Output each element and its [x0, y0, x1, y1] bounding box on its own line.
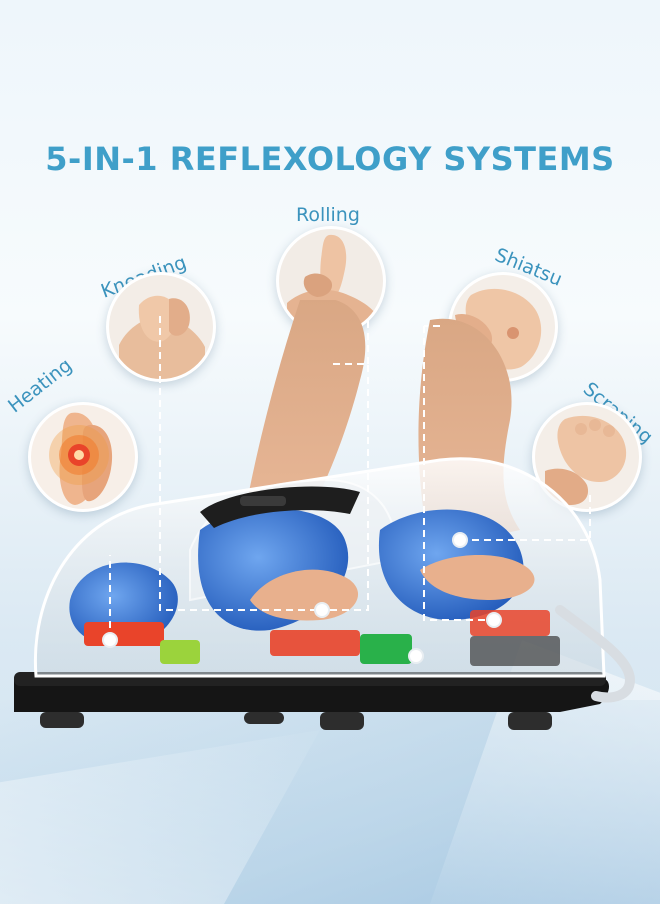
- heat-spot-icon: [31, 405, 135, 509]
- foot-massager-illustration: [0, 300, 660, 760]
- massager-drawing: [14, 300, 636, 730]
- heating-photo: [28, 402, 138, 512]
- hand-icon: [109, 275, 213, 379]
- headline: 5-IN-1 REFLEXOLOGY SYSTEMS: [45, 140, 615, 178]
- label-rolling: Rolling: [296, 204, 360, 226]
